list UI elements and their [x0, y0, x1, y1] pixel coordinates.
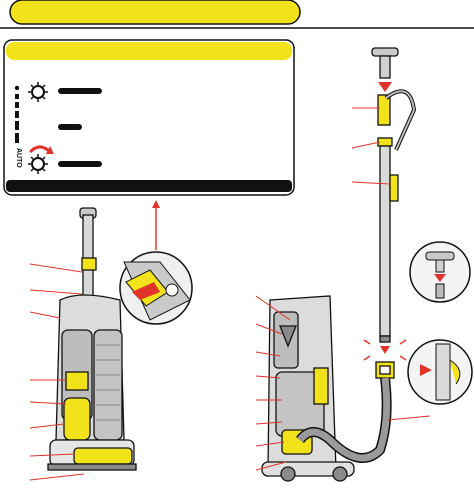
separation-burst [363, 339, 407, 361]
arrow-head [46, 146, 54, 154]
hose-connector [375, 361, 395, 379]
right-callout-lines [255, 107, 431, 471]
auto-setting-label: AUTO [15, 148, 22, 168]
hose-inner [297, 377, 391, 462]
upright-vacuum-front [47, 207, 137, 471]
left-callout-lines [29, 263, 85, 481]
callout-connector [152, 200, 160, 250]
panel-footer-bar [6, 180, 292, 192]
brush-stop-icon [28, 154, 48, 174]
text-placeholder-bar [58, 88, 102, 94]
extension-wand [371, 47, 417, 343]
header-bar [0, 0, 474, 29]
zoom-detail-release [407, 339, 473, 405]
zoom-detail-tool [409, 241, 471, 303]
rotating-brush-icon [28, 82, 48, 102]
control-panel: AUTO [3, 39, 295, 196]
push-arrow-icon [378, 82, 392, 92]
height-adjust-scale-icon [14, 85, 20, 143]
text-placeholder-bar [58, 124, 82, 130]
text-placeholder-bar [58, 161, 102, 167]
zoom-detail-switch [119, 251, 193, 325]
